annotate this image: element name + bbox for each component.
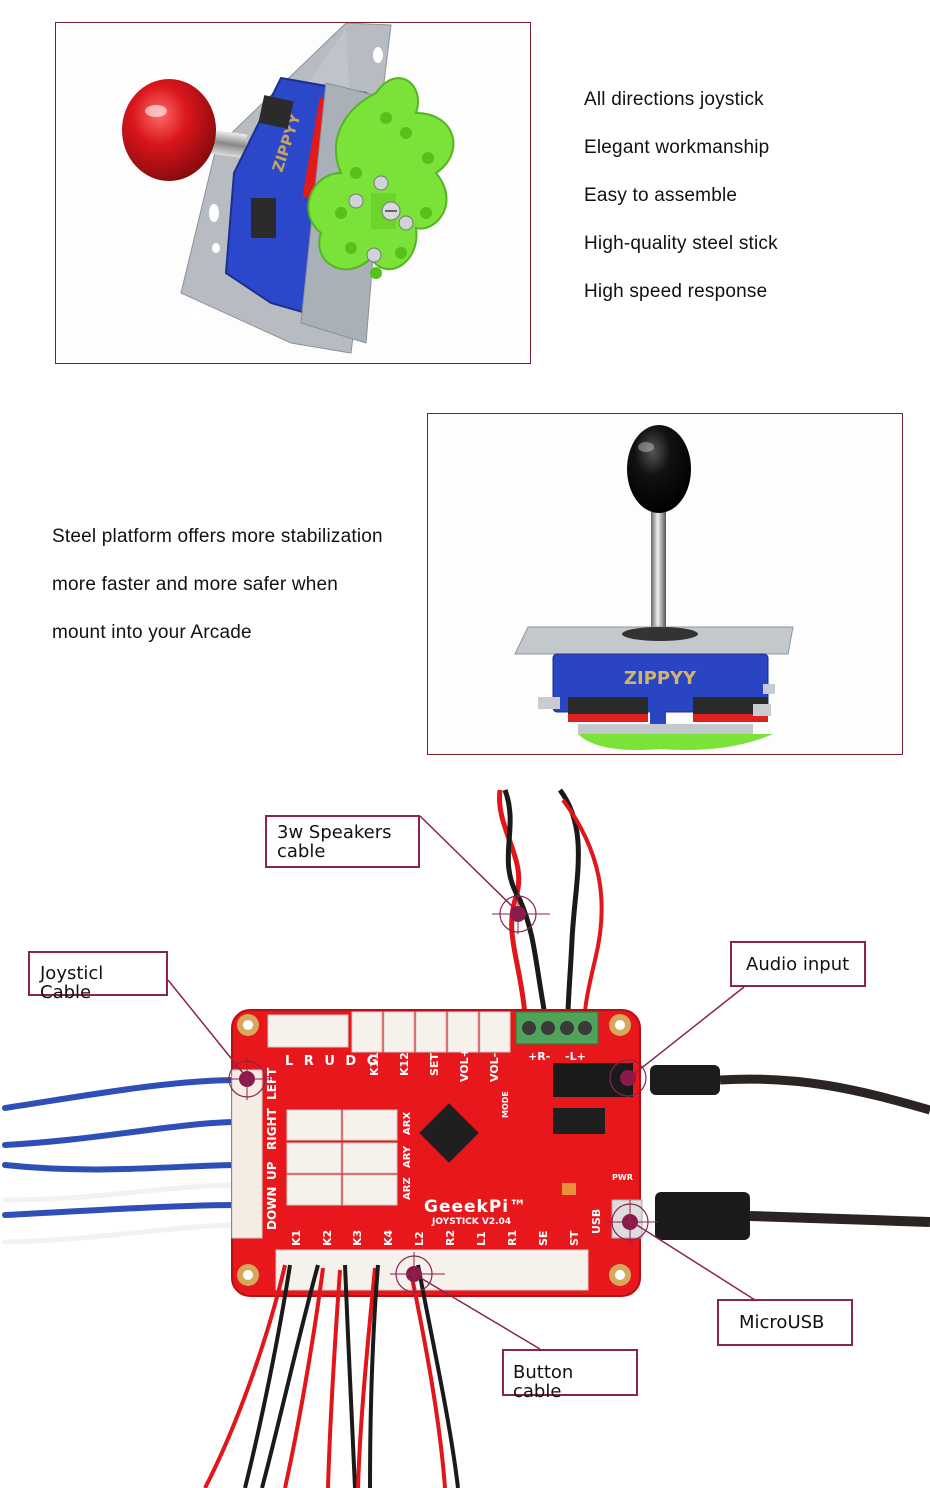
svg-text:R1: R1 [506, 1230, 519, 1246]
red-joystick-photo: ZIPPYY [55, 22, 531, 364]
svg-text:L1: L1 [475, 1231, 488, 1246]
callout-leader-lines [167, 815, 756, 1350]
svg-text:K3: K3 [351, 1230, 364, 1246]
silk-right: RIGHT [265, 1107, 279, 1150]
svg-text:SE: SE [537, 1231, 550, 1246]
audio-wire-red [561, 798, 604, 1016]
joystick-wire-blue [2, 1119, 243, 1148]
bottom-silk-labels: K1 K2 K3 K4 L2 R2 L1 R1 SE ST [290, 1229, 581, 1246]
black-ball-joystick-illustration: ZIPPYY [514, 425, 794, 750]
u3-chip [553, 1108, 605, 1134]
brand-logo: GeeekPi™ [424, 1197, 527, 1217]
silk-k12: K12 [398, 1052, 411, 1076]
top-button-connectors [351, 1011, 511, 1053]
callout-speakers-text: 3w Speakers cable [277, 822, 392, 862]
callout-joystick-cable: Joysticl Cable [28, 951, 168, 1002]
svg-text:K4: K4 [382, 1229, 395, 1246]
mounting-holes [237, 1014, 631, 1286]
feature-speed-response: High speed response [584, 281, 768, 302]
feature-all-directions: All directions joystick [584, 89, 764, 110]
svg-text:ST: ST [568, 1230, 581, 1246]
silk-arx: ARX [402, 1112, 413, 1135]
silk-arz: ARZ [402, 1177, 413, 1200]
callout-joystick-text: Joysticl Cable [40, 963, 104, 1003]
silk-set: SET [428, 1053, 441, 1076]
callout-microusb: MicroUSB [717, 1299, 853, 1346]
silk-ary: ARY [402, 1145, 413, 1168]
silk-up: UP [265, 1161, 279, 1180]
feature-steel-stick: High-quality steel stick [584, 233, 778, 254]
silk-lrudg: L R U D G [285, 1054, 380, 1069]
svg-text:R2: R2 [444, 1230, 457, 1246]
audio-cable [719, 1074, 930, 1115]
silk-l-terminal: -L+ [565, 1050, 586, 1063]
audio-jack [553, 1063, 633, 1097]
svg-text:L2: L2 [413, 1231, 426, 1246]
usb-cable [749, 1211, 930, 1227]
audio-jack-plug [650, 1065, 720, 1095]
silk-r-terminal: +R- [528, 1050, 550, 1063]
red-ball-joystick-illustration: ZIPPYY [122, 23, 455, 354]
callout-button-text: Button cable [513, 1362, 574, 1402]
analog-connectors [286, 1109, 398, 1206]
black-ball-top [627, 425, 691, 513]
body-brand-text: ZIPPYY [624, 668, 697, 689]
svg-text:K1: K1 [290, 1230, 303, 1246]
joystick-wire-blue [2, 1202, 243, 1218]
silk-vol-minus: VOL- [488, 1053, 501, 1082]
feature-workmanship: Elegant workmanship [584, 137, 770, 158]
callout-speakers-cable: 3w Speakers cable [265, 815, 420, 868]
description-line-1: Steel platform offers more stabilization [52, 526, 383, 547]
joystick-wire-blue [2, 1077, 243, 1111]
speaker-wire-red [497, 789, 528, 1016]
joystick-wire-white [2, 1222, 243, 1245]
silk-left: LEFT [265, 1067, 279, 1100]
mcu-chip [419, 1103, 479, 1163]
c1-capacitor [562, 1183, 576, 1195]
microusb-plug [655, 1192, 750, 1240]
button-wires [203, 1264, 460, 1488]
callout-audio-text: Audio input [746, 954, 850, 975]
silk-usb: USB [590, 1209, 603, 1234]
encoder-board-diagram: L R U D G K11 K12 SET VOL+ VOL- LEFT RIG… [2, 788, 930, 1488]
description-line-3: mount into your Arcade [52, 622, 252, 643]
callout-microusb-text: MicroUSB [739, 1312, 825, 1333]
silk-pwr: PWR [612, 1173, 633, 1182]
joystick-wire-blue [2, 1162, 243, 1173]
speaker-wire-black [502, 789, 548, 1016]
lrudg-connector [267, 1014, 349, 1048]
board-model: JOYSTICK V2.04 [431, 1217, 511, 1227]
svg-text:K2: K2 [321, 1230, 334, 1246]
target-markers [222, 892, 658, 1296]
description-line-2: more faster and more safer when [52, 574, 339, 595]
callout-button-cable: Button cable [502, 1349, 638, 1401]
silk-mode: MODE [501, 1091, 510, 1118]
red-ball-top [122, 79, 216, 181]
joystick-wire-white [2, 1182, 243, 1203]
silk-down: DOWN [265, 1187, 279, 1230]
silk-k11: K11 [368, 1052, 381, 1076]
feature-easy-assemble: Easy to assemble [584, 185, 738, 206]
callout-audio-input: Audio input [730, 941, 866, 987]
black-joystick-photo: ZIPPYY [427, 413, 903, 755]
audio-wire-black [557, 788, 581, 1016]
silk-vol-plus: VOL+ [458, 1048, 471, 1082]
